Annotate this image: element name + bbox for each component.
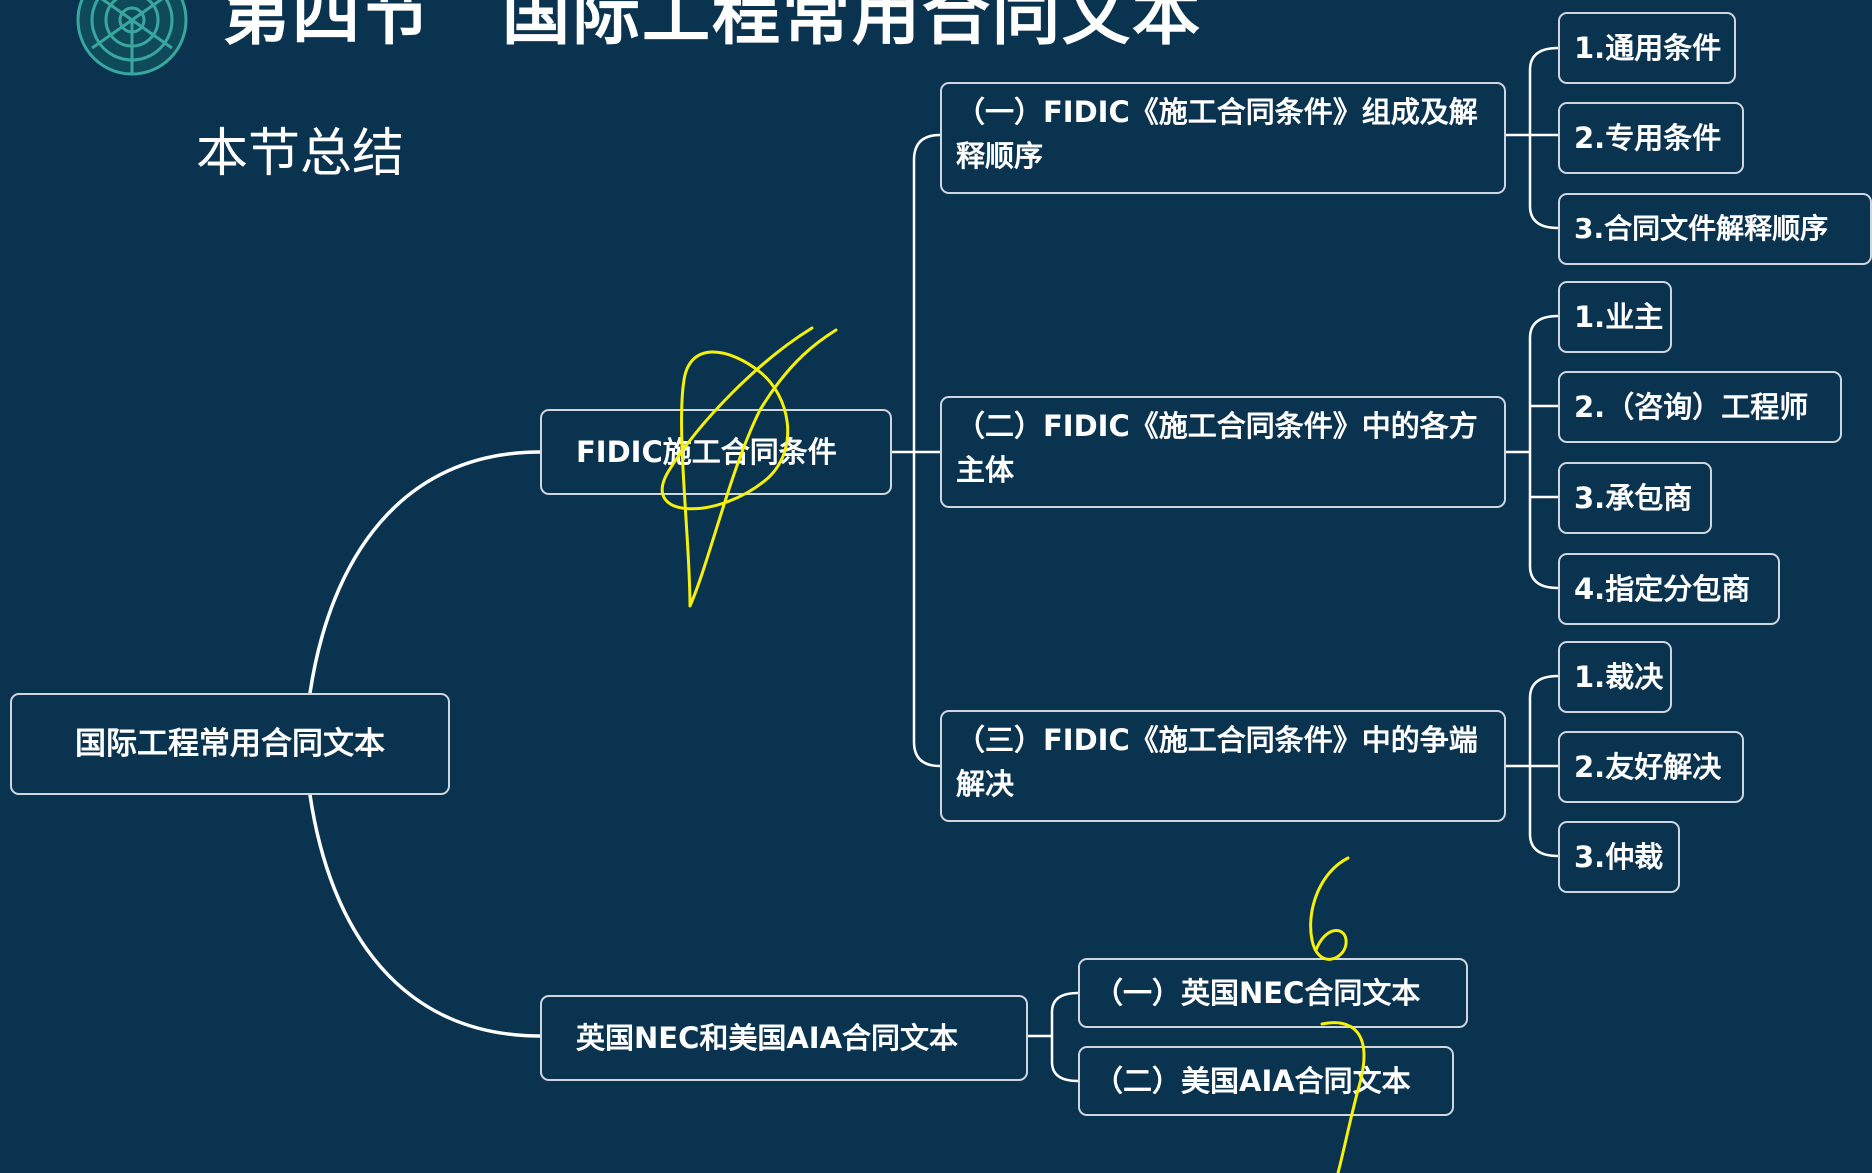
page-subtitle: 本节总结: [196, 124, 405, 184]
fidic-composition-node: （一）FIDIC《施工合同条件》组成及解释顺序: [940, 82, 1506, 194]
connector-composition-bracket: [1506, 46, 1559, 230]
parties-item: 2.（咨询）工程师: [1558, 371, 1842, 443]
uk-us-node: 英国NEC和美国AIA合同文本: [540, 995, 1028, 1081]
fidic-node: FIDIC施工合同条件: [540, 409, 892, 495]
composition-item: 1.通用条件: [1558, 12, 1736, 84]
connector-root-fidic: [308, 450, 542, 695]
nec-node: （一）英国NEC合同文本: [1078, 958, 1468, 1028]
connector-dispute-bracket: [1506, 674, 1559, 858]
root-node: 国际工程常用合同文本: [10, 693, 450, 795]
page-title: 第四节 国际工程常用合同文本: [222, 0, 1203, 55]
fidic-dispute-node: （三）FIDIC《施工合同条件》中的争端解决: [940, 710, 1506, 822]
logo-flower-icon: [76, 0, 188, 76]
connector-ukus-bracket: [1028, 991, 1079, 1083]
parties-item: 1.业主: [1558, 281, 1672, 353]
fidic-parties-node: （二）FIDIC《施工合同条件》中的各方主体: [940, 396, 1506, 508]
dispute-item: 1.裁决: [1558, 641, 1672, 713]
parties-item: 4.指定分包商: [1558, 553, 1780, 625]
dispute-item: 2.友好解决: [1558, 731, 1744, 803]
parties-item: 3.承包商: [1558, 462, 1712, 534]
connector-fidic-bracket: [890, 133, 941, 768]
connector-root-ukus: [308, 793, 542, 1038]
dispute-item: 3.仲裁: [1558, 821, 1680, 893]
connector-parties-bracket: [1506, 314, 1559, 590]
composition-item: 2.专用条件: [1558, 102, 1744, 174]
composition-item: 3.合同文件解释顺序: [1558, 193, 1872, 265]
aia-node: （二）美国AIA合同文本: [1078, 1046, 1454, 1116]
